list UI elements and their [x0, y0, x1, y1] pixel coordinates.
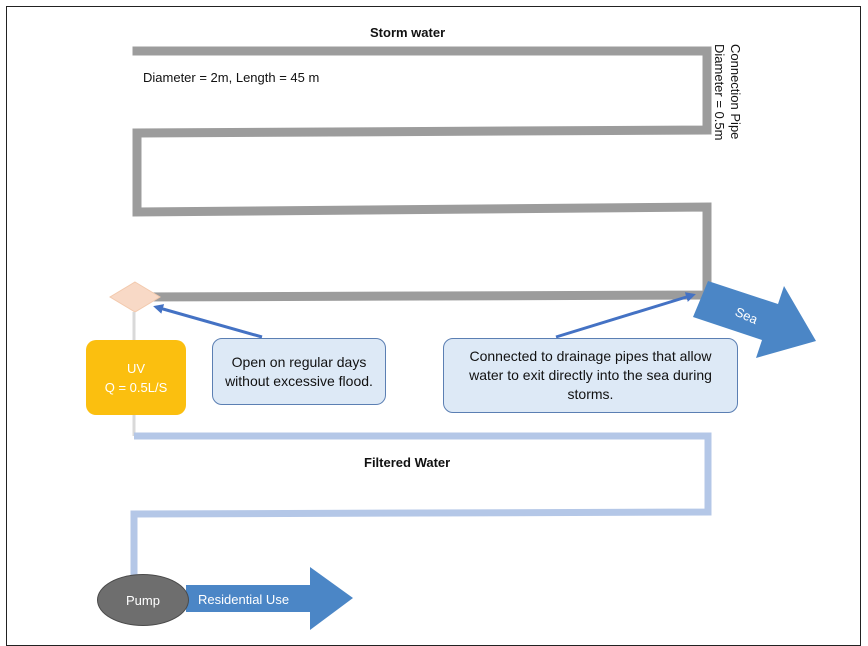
uv-flow-rate: Q = 0.5L/S [104, 379, 168, 395]
uv-title: UV [126, 360, 146, 376]
storm-pipe-segments [132, 46, 712, 302]
filtered-pipe-segments [130, 432, 712, 575]
pointer-to-sea-outlet [555, 292, 696, 339]
pipe-spec-label: Diameter = 2m, Length = 45 m [143, 70, 320, 85]
pump: Pump [97, 574, 189, 626]
storm-water-pipe [132, 46, 712, 302]
filtered-water-label: Filtered Water [364, 455, 451, 470]
connection-pipe-title: Connection Pipe [728, 44, 743, 140]
connection-pipe-label: Connection Pipe Diameter = 0.5m [711, 44, 743, 140]
connection-pipe-diameter: Diameter = 0.5m [712, 44, 727, 141]
residential-use-arrow [186, 567, 353, 630]
uv-box: UV Q = 0.5L/S [86, 340, 186, 415]
residential-use-label: Residential Use [198, 592, 290, 607]
pointer-to-valve [153, 304, 263, 339]
storm-water-label: Storm water [370, 25, 446, 40]
diagram-frame [6, 6, 861, 646]
pump-label: Pump [126, 592, 160, 608]
filtered-water-pipe [130, 432, 712, 575]
valve-icon [109, 281, 161, 313]
callout-storms: Connected to drainage pipes that allow w… [443, 338, 738, 413]
callout-regular-days: Open on regular days without excessive f… [212, 338, 386, 405]
sea-arrow [693, 281, 816, 358]
